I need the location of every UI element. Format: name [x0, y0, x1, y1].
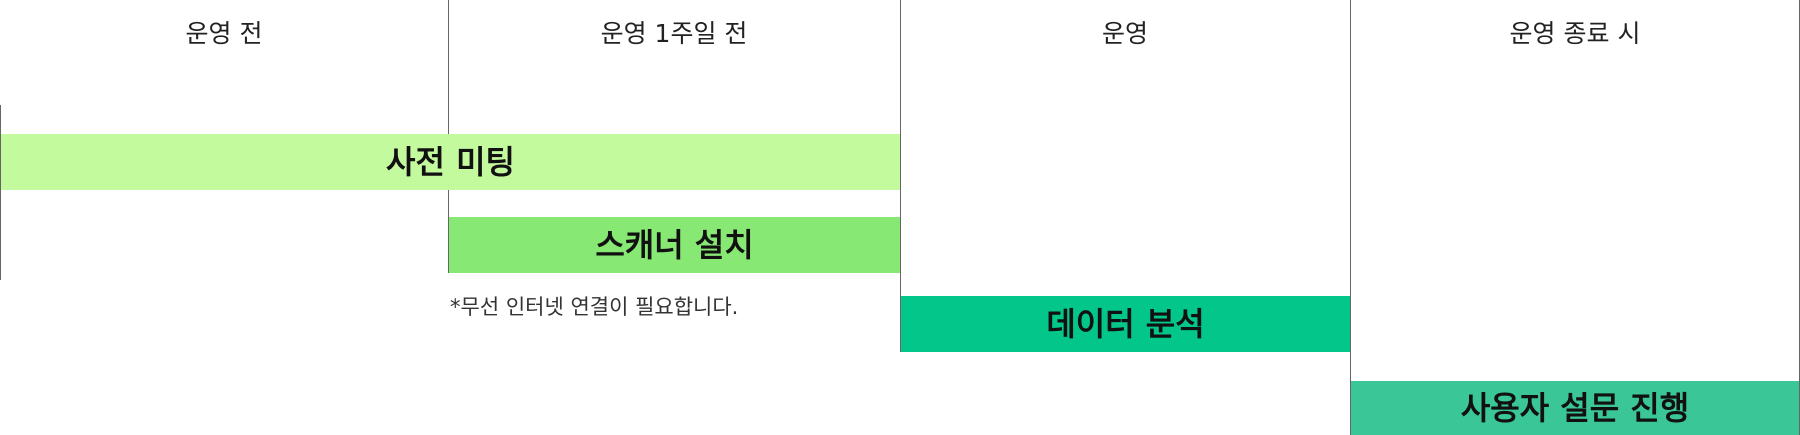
phase-title-one-week-before: 운영 1주일 전: [600, 19, 748, 48]
task-bar-user-survey: 사용자 설문 진행: [1351, 381, 1799, 435]
phase-title-pre-operation: 운영 전: [185, 19, 263, 48]
task-bar-pre-meeting: 사전 미팅: [1, 134, 900, 190]
task-bar-data-analysis: 데이터 분석: [901, 296, 1350, 352]
phase-title-operation: 운영: [1101, 19, 1148, 48]
divider-left: [0, 105, 1, 280]
task-bar-scanner-install: 스캐너 설치: [449, 217, 900, 273]
task-label-user-survey: 사용자 설문 진행: [1460, 389, 1690, 427]
divider-2: [900, 0, 901, 352]
task-label-data-analysis: 데이터 분석: [1046, 305, 1205, 343]
phase-title-end-of-operation: 운영 종료 시: [1509, 19, 1641, 48]
task-label-pre-meeting: 사전 미팅: [386, 143, 515, 181]
task-label-scanner-install: 스캐너 설치: [595, 226, 754, 264]
wifi-note: *무선 인터넷 연결이 필요합니다.: [450, 295, 739, 319]
divider-3: [1350, 0, 1351, 435]
